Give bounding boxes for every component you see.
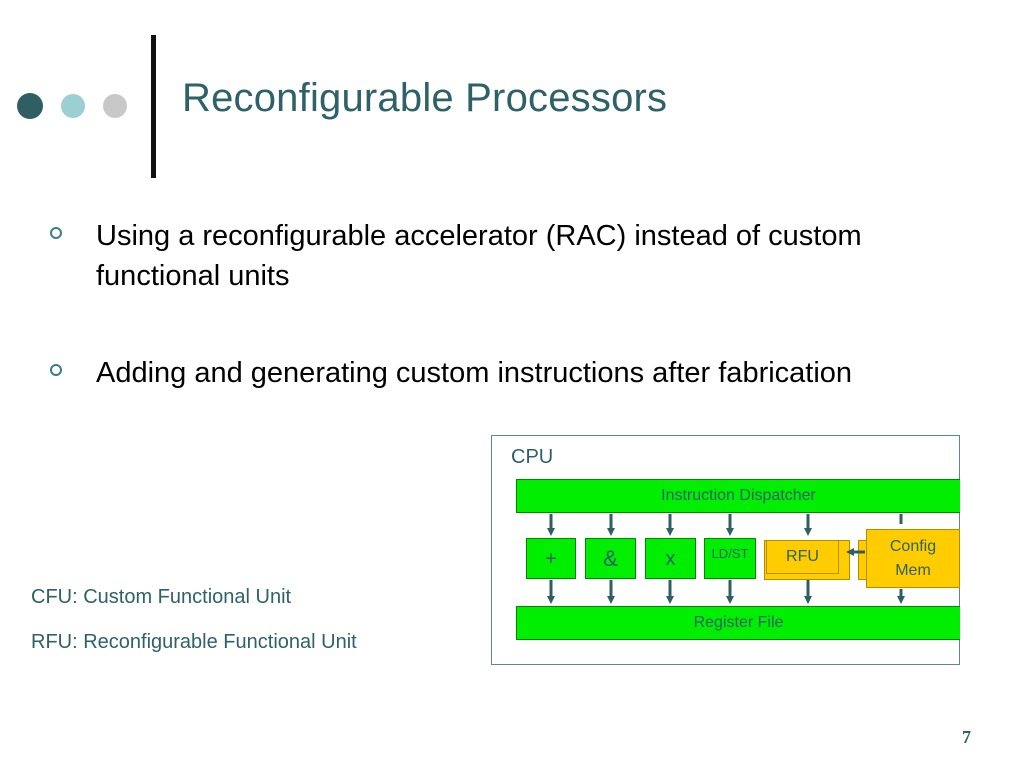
note-rfu: RFU: Reconfigurable Functional Unit [31,631,357,653]
config-mem-block: Config Mem [866,529,960,588]
cpu-label: CPU [511,446,554,468]
bullet-text: Adding and generating custom instruction… [96,357,853,389]
bullet-ring-icon [50,227,62,239]
instruction-dispatcher-block: Instruction Dispatcher [516,479,960,513]
config-mem-label: Config Mem [889,538,937,579]
page-number: 7 [962,727,971,747]
load-store-unit: LD/ST [704,538,756,579]
decor-dot-dark [17,93,43,119]
slide-title: Reconfigurable Processors [182,76,668,120]
multiply-unit: x [645,538,696,579]
register-file-block: Register File [516,606,960,640]
bullet-text: Using a reconfigurable accelerator (RAC)… [96,220,862,292]
bullet-ring-icon [50,364,62,376]
rfu-block: RFU [766,540,839,574]
add-unit: + [526,538,576,579]
title-divider [151,35,156,178]
and-unit: & [585,538,636,579]
decor-dot-light [61,94,85,118]
decor-dot-grey [103,94,127,118]
note-cfu: CFU: Custom Functional Unit [31,586,292,608]
